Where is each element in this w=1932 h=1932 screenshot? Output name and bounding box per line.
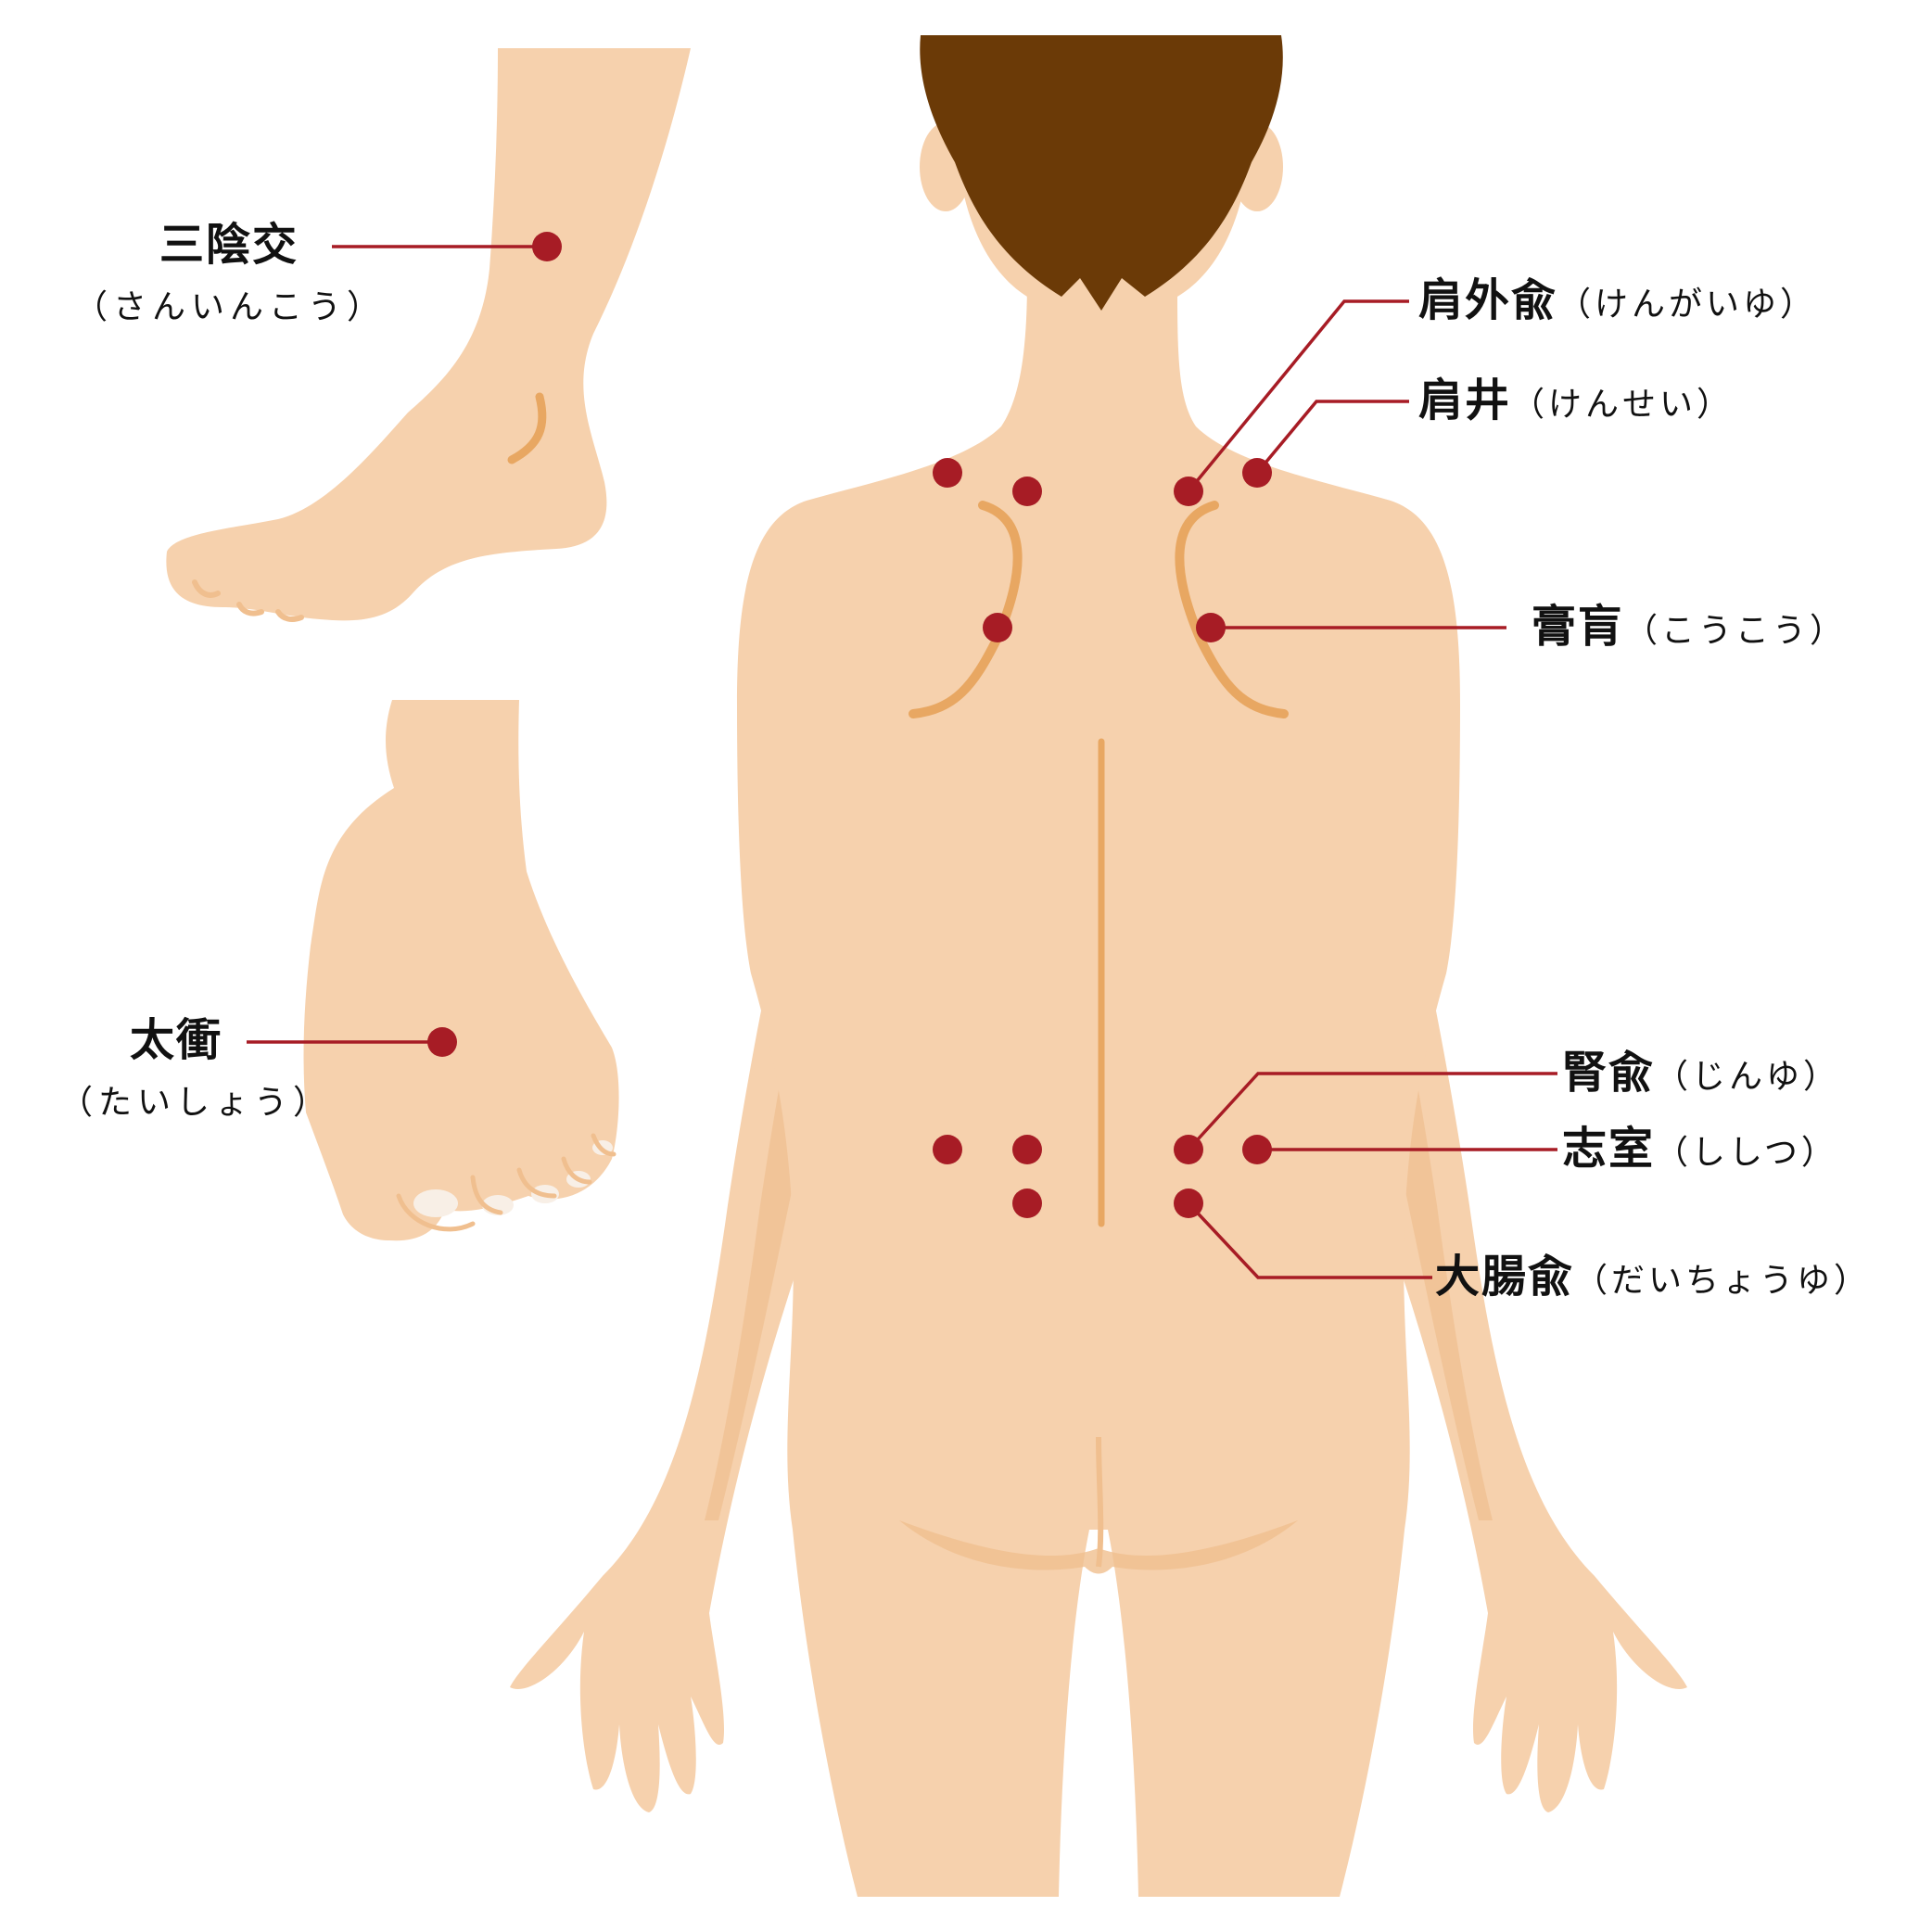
label-daichouyu: 大腸兪（だいちょうゆ） <box>1435 1254 1871 1299</box>
label-sanyinjiao-name: 三陰交 <box>159 219 299 271</box>
side-foot-figure <box>166 48 691 622</box>
buttocks-shade <box>899 1520 1298 1574</box>
label-shishitsu-name: 志室 <box>1562 1123 1656 1175</box>
label-jinyu-name: 腎兪 <box>1562 1047 1656 1099</box>
label-kensei: 肩井（けんせい） <box>1418 378 1734 423</box>
label-shishitsu: 志室（ししつ） <box>1562 1126 1838 1171</box>
leader-kengaiyu <box>1187 299 1409 493</box>
leader-jinyu <box>1187 1072 1557 1151</box>
label-koukou-name: 膏肓 <box>1532 601 1625 653</box>
label-sanyinjiao-reading: （さんいんこう） <box>74 288 387 326</box>
top-foot-shape <box>303 700 619 1241</box>
label-shishitsu-reading: （ししつ） <box>1655 1134 1838 1172</box>
leader-lines <box>247 245 1557 1279</box>
hair <box>920 35 1283 311</box>
point-kensei-right <box>1242 458 1272 488</box>
point-shishitsu-left <box>933 1135 962 1164</box>
top-foot-figure <box>303 700 619 1241</box>
acupoints <box>427 232 1272 1218</box>
side-foot-shape <box>166 48 691 621</box>
point-jinyu-right <box>1174 1135 1203 1164</box>
label-koukou-reading: （こうこう） <box>1624 612 1848 650</box>
point-koukou-right <box>1196 613 1226 642</box>
point-daichouyu-right <box>1174 1188 1203 1218</box>
buttocks-cleft <box>1096 1436 1104 1568</box>
label-kengaiyu-reading: （けんがいゆ） <box>1557 286 1818 324</box>
toe-lines <box>396 1133 616 1232</box>
label-kensei-name: 肩井 <box>1418 375 1512 426</box>
right-shoulder-blade <box>1175 501 1289 718</box>
ankle-bone-line <box>507 392 547 464</box>
point-kensei-left <box>933 458 962 488</box>
label-taichong-name: 太衝 <box>130 1014 223 1066</box>
label-jinyu: 腎兪（じんゆ） <box>1562 1050 1840 1095</box>
side-toe-lines <box>192 579 304 622</box>
label-daichouyu-name: 大腸兪 <box>1435 1251 1575 1303</box>
point-sanyinjiao <box>532 232 562 261</box>
label-jinyu-reading: （じんゆ） <box>1655 1058 1841 1096</box>
label-kengaiyu-name: 肩外兪 <box>1418 274 1558 326</box>
label-kengaiyu: 肩外兪（けんがいゆ） <box>1418 278 1817 323</box>
point-jinyu-left <box>1012 1135 1042 1164</box>
back-body-figure <box>510 35 1687 1897</box>
point-kengaiyu-right <box>1174 477 1203 506</box>
point-shishitsu-right <box>1242 1135 1272 1164</box>
label-koukou: 膏肓（こうこう） <box>1532 604 1847 649</box>
point-taichong <box>427 1027 457 1057</box>
point-daichouyu-left <box>1012 1188 1042 1218</box>
leader-kensei <box>1255 400 1409 475</box>
label-kensei-reading: （けんせい） <box>1511 386 1735 424</box>
label-daichouyu-reading: （だいちょうゆ） <box>1574 1262 1872 1300</box>
point-kengaiyu-left <box>1012 477 1042 506</box>
leader-daichouyu <box>1187 1201 1432 1279</box>
label-taichong-reading: （たいしょう） <box>59 1084 333 1122</box>
point-koukou-left <box>983 613 1012 642</box>
